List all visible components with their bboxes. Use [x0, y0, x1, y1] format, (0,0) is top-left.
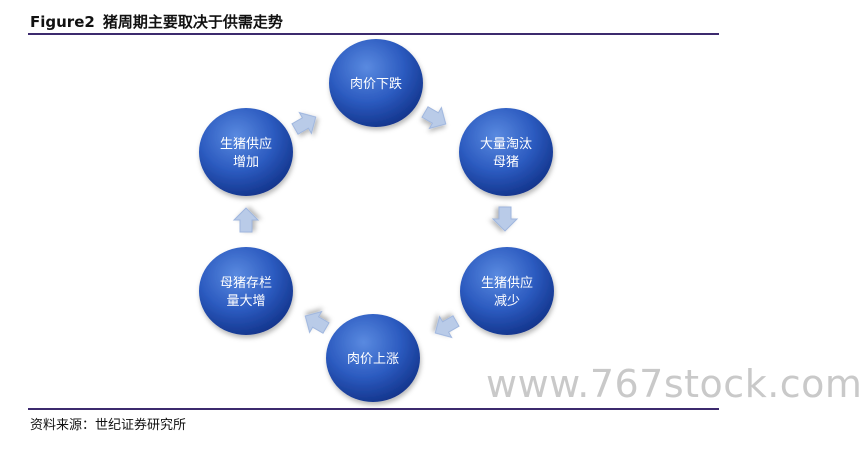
node-price-fall: 肉价下跌 — [329, 39, 423, 127]
node-cull-sows-line1: 大量淘汰 — [480, 137, 532, 152]
node-sow-stock-increase: 母猪存栏 量大增 — [199, 247, 293, 335]
node-price-rise-line1: 肉价上涨 — [347, 352, 399, 367]
node-sow-stock-increase-line1: 母猪存栏 — [220, 276, 272, 291]
arrow-sow-stock-to-supply-increase — [232, 207, 260, 233]
top-divider — [28, 33, 719, 35]
figure-label: Figure2 — [30, 13, 95, 31]
node-supply-increase-line1: 生猪供应 — [220, 136, 272, 152]
arrow-price-fall-to-cull-sows — [421, 106, 447, 130]
node-cull-sows-line2: 母猪 — [493, 155, 519, 170]
figure-title-text: 猪周期主要取决于供需走势 — [102, 13, 283, 31]
source-note: 资料来源：世纪证券研究所 — [30, 418, 187, 433]
node-sow-stock-increase-line2: 量大增 — [226, 294, 265, 309]
cycle-diagram: 肉价下跌 大量淘汰 母猪 生猪供应 减少 肉价上涨 母猪存栏 量大增 生猪供应 … — [199, 39, 554, 402]
arrow-supply-decrease-to-price-rise — [434, 315, 460, 339]
bottom-divider — [28, 408, 719, 410]
arrow-cull-sows-to-supply-decrease — [491, 206, 519, 232]
node-supply-increase: 生猪供应 增加 — [199, 108, 293, 196]
node-supply-decrease: 生猪供应 减少 — [460, 247, 554, 335]
node-supply-decrease-line2: 减少 — [494, 294, 520, 309]
node-supply-decrease-line1: 生猪供应 — [481, 275, 533, 291]
figure-title: Figure2 猪周期主要取决于供需走势 — [30, 11, 283, 32]
arrow-supply-increase-to-price-fall — [291, 111, 317, 135]
node-supply-increase-line2: 增加 — [233, 155, 259, 170]
node-price-fall-line1: 肉价下跌 — [350, 76, 402, 92]
node-price-rise: 肉价上涨 — [326, 314, 420, 402]
node-cull-sows: 大量淘汰 母猪 — [459, 108, 553, 196]
watermark: www.767stock.com — [486, 362, 862, 406]
arrow-price-rise-to-sow-stock — [304, 310, 330, 334]
